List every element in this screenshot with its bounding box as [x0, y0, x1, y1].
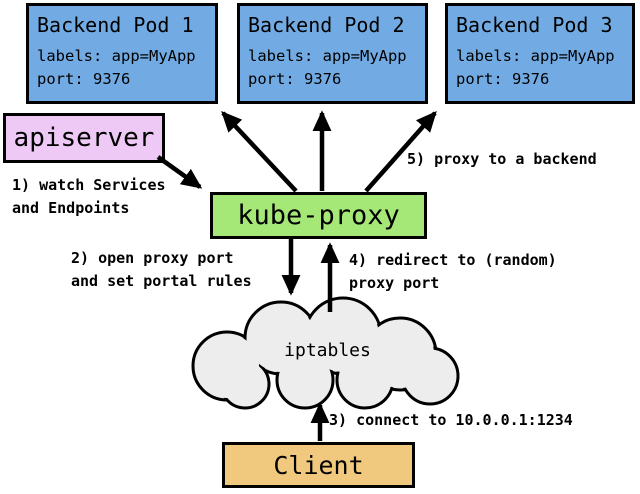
step-1-label: 1) watch Services and Endpoints [12, 174, 166, 220]
step-2-line-1: 2) open proxy port [71, 249, 234, 267]
client-label: Client [273, 450, 364, 480]
step-2-line-2: and set portal rules [71, 272, 252, 290]
node-client: Client [222, 442, 415, 488]
step-1-line-2: and Endpoints [12, 199, 130, 217]
backend-pod-3-port: port: 9376 [456, 70, 550, 88]
step-3-label: 3) connect to 10.0.0.1:1234 [329, 411, 573, 429]
step-1-line-1: 1) watch Services [12, 176, 166, 194]
backend-pod-1-labels: labels: app=MyApp [37, 47, 196, 65]
step-5-label: 5) proxy to a backend [407, 150, 597, 168]
cloud-shape-icon [191, 296, 460, 410]
backend-pod-2-labels: labels: app=MyApp [248, 47, 407, 65]
iptables-label: iptables [284, 340, 371, 361]
node-apiserver: apiserver [3, 113, 165, 163]
step-4-label: 4) redirect to (random) proxy port [349, 249, 557, 295]
step-2-label: 2) open proxy port and set portal rules [71, 247, 252, 293]
apiserver-label: apiserver [13, 123, 155, 153]
backend-pod-2-title: Backend Pod 2 [248, 13, 405, 37]
node-backend-pod-2: Backend Pod 2 labels: app=MyApp port: 93… [237, 3, 428, 104]
node-backend-pod-1: Backend Pod 1 labels: app=MyApp port: 93… [26, 3, 218, 104]
backend-pod-2-port: port: 9376 [248, 70, 342, 88]
backend-pod-1-title: Backend Pod 1 [37, 13, 194, 37]
arrow-kubeproxy-to-pod1-icon [221, 111, 298, 193]
kube-proxy-label: kube-proxy [237, 200, 400, 231]
node-backend-pod-3: Backend Pod 3 labels: app=MyApp port: 93… [445, 3, 635, 104]
step-4-line-1: 4) redirect to (random) [349, 251, 557, 269]
node-kube-proxy: kube-proxy [210, 192, 427, 239]
cloud-iptables [185, 296, 470, 411]
step-4-line-2: proxy port [349, 274, 440, 292]
backend-pod-1-port: port: 9376 [37, 70, 131, 88]
backend-pod-3-labels: labels: app=MyApp [456, 47, 615, 65]
backend-pod-3-title: Backend Pod 3 [456, 13, 613, 37]
